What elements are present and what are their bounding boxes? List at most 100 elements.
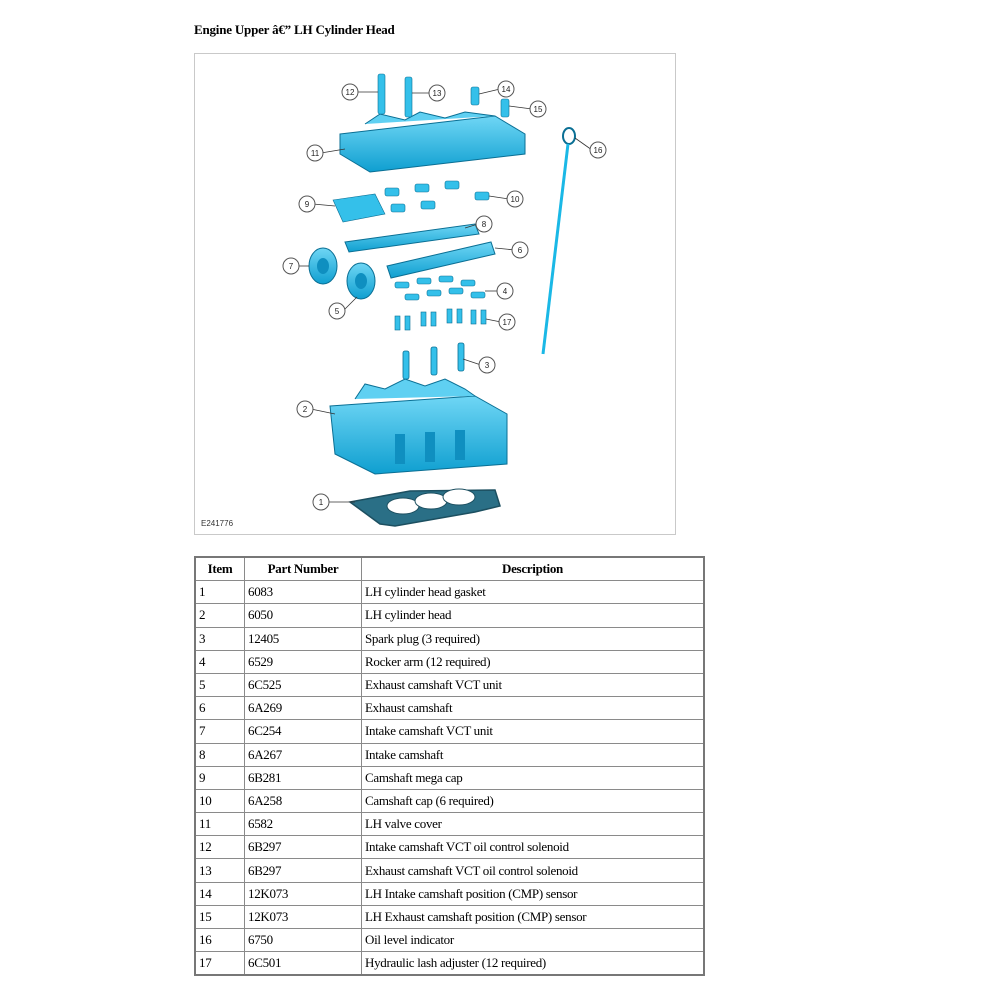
callout-circle (328, 302, 346, 320)
callout-10: 10 (506, 190, 524, 208)
valve-cover-shape (339, 111, 526, 173)
item-cell: 13 (194, 858, 245, 883)
callout-circle (296, 400, 314, 418)
callout-number: 3 (485, 361, 490, 370)
callout-circle (306, 144, 324, 162)
callout-number: 16 (594, 146, 603, 155)
callout-number: 5 (335, 307, 340, 316)
callout-circle (341, 83, 359, 101)
column-header-item: Item (194, 556, 245, 582)
column-header-description: Description (361, 556, 705, 582)
part-number-cell: 6582 (244, 812, 362, 837)
lash-adjusters-shape (394, 308, 487, 331)
item-cell: 3 (194, 626, 245, 651)
camshafts-shape (344, 223, 496, 279)
description-cell: LH cylinder head (361, 603, 705, 628)
item-cell: 17 (194, 951, 245, 976)
description-cell: Spark plug (3 required) (361, 626, 705, 651)
figure-id-label: E241776 (201, 519, 234, 528)
description-cell: Camshaft mega cap (361, 765, 705, 790)
callout-circle (298, 195, 316, 213)
callout-15: 15 (529, 100, 547, 118)
callout-11: 11 (306, 144, 324, 162)
description-cell: Camshaft cap (6 required) (361, 788, 705, 814)
part-number-cell: 6A269 (244, 696, 362, 721)
camshaft-caps-shape (332, 180, 490, 223)
oil-level-indicator-shape (541, 127, 576, 355)
callout-circle (511, 241, 529, 259)
callout-number: 8 (482, 220, 487, 229)
part-number-cell: 6B297 (244, 835, 362, 860)
page-title: Engine Upper â€” LH Cylinder Head (194, 22, 395, 37)
callout-number: 14 (502, 85, 511, 94)
item-cell: 7 (194, 719, 245, 744)
part-number-cell: 6C254 (244, 719, 362, 744)
cylinder-head-shape (329, 378, 508, 475)
part-number-cell: 6529 (244, 649, 362, 674)
callout-8: 8 (475, 215, 493, 233)
part-number-cell: 6B297 (244, 858, 362, 883)
callout-12: 12 (341, 83, 359, 101)
column-header-part-number: Part Number (244, 556, 362, 582)
item-cell: 2 (194, 603, 245, 628)
part-number-cell: 12405 (244, 626, 362, 651)
part-number-cell: 6C525 (244, 672, 362, 698)
description-cell: Rocker arm (12 required) (361, 649, 705, 674)
part-number-cell: 6750 (244, 927, 362, 953)
cylinder-head-gasket-shape (348, 488, 501, 527)
callout-circle (506, 190, 524, 208)
description-cell: Intake camshaft VCT oil control solenoid (361, 835, 705, 860)
item-cell: 8 (194, 742, 245, 767)
callout-number: 13 (433, 89, 442, 98)
callout-number: 6 (518, 246, 523, 255)
description-cell: LH cylinder head gasket (361, 580, 705, 605)
callout-number: 11 (311, 149, 320, 158)
callout-13: 13 (428, 84, 446, 102)
callout-9: 9 (298, 195, 316, 213)
callout-circle (496, 282, 514, 300)
callout-circle (475, 215, 493, 233)
item-cell: 15 (194, 904, 245, 930)
callout-5: 5 (328, 302, 346, 320)
callout-number: 2 (303, 405, 308, 414)
description-cell: Exhaust camshaft VCT oil control solenoi… (361, 858, 705, 883)
callout-17: 17 (498, 313, 516, 331)
callout-2: 2 (296, 400, 314, 418)
callout-number: 15 (534, 105, 543, 114)
description-cell: Hydraulic lash adjuster (12 required) (361, 951, 705, 976)
callout-leader-lines (297, 88, 593, 503)
callout-1: 1 (312, 493, 330, 511)
callout-circle (589, 141, 607, 159)
callout-circle (529, 100, 547, 118)
description-cell: LH Exhaust camshaft position (CMP) senso… (361, 904, 705, 930)
part-number-cell: 12K073 (244, 904, 362, 930)
part-number-cell: 6B281 (244, 765, 362, 790)
part-number-cell: 6A267 (244, 742, 362, 767)
description-cell: LH valve cover (361, 812, 705, 837)
callout-circle (497, 80, 515, 98)
callout-number: 1 (319, 498, 324, 507)
oil-control-solenoids-shape (377, 73, 413, 118)
callout-circle (498, 313, 516, 331)
item-cell: 9 (194, 765, 245, 790)
callout-number: 10 (511, 195, 520, 204)
description-cell: Exhaust camshaft VCT unit (361, 672, 705, 698)
item-cell: 4 (194, 649, 245, 674)
callout-number: 9 (305, 200, 310, 209)
callout-circle (428, 84, 446, 102)
part-number-cell: 6083 (244, 580, 362, 605)
item-cell: 6 (194, 696, 245, 721)
